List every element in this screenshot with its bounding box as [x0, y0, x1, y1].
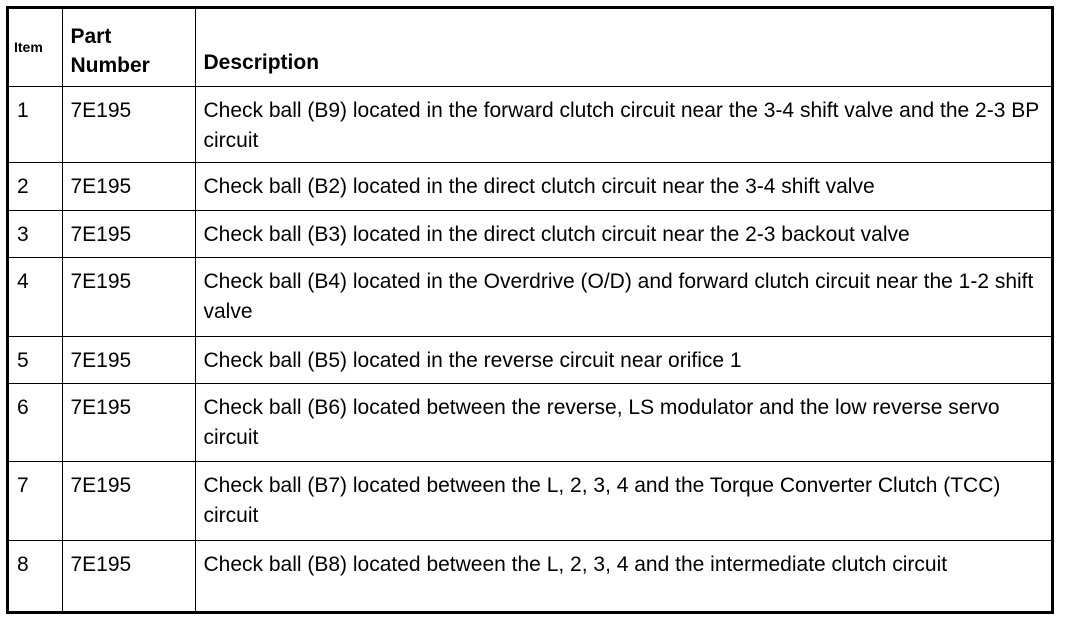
- header-part-number: Part Number: [61, 9, 196, 87]
- table-row: 3 7E195 Check ball (B3) located in the d…: [9, 209, 1051, 258]
- table-row: 4 7E195 Check ball (B4) located in the O…: [9, 256, 1051, 337]
- cell-part-number: 7E195: [61, 209, 196, 258]
- cell-description: Check ball (B8) located between the L, 2…: [194, 539, 1051, 611]
- cell-item: 2: [9, 161, 63, 211]
- table-row: 1 7E195 Check ball (B9) located in the f…: [9, 85, 1051, 163]
- cell-part-number: 7E195: [61, 256, 196, 337]
- cell-description: Check ball (B3) located in the direct cl…: [194, 209, 1051, 258]
- parts-table: Item Part Number Description 1 7E195 Che…: [9, 9, 1051, 611]
- cell-description: Check ball (B4) located in the Overdrive…: [194, 256, 1051, 337]
- cell-part-number: 7E195: [61, 382, 196, 462]
- header-item: Item: [9, 9, 63, 87]
- cell-part-number: 7E195: [61, 460, 196, 541]
- table-row: 6 7E195 Check ball (B6) located between …: [9, 382, 1051, 462]
- table-row: 7 7E195 Check ball (B7) located between …: [9, 460, 1051, 541]
- cell-item: 6: [9, 382, 63, 462]
- cell-item: 7: [9, 460, 63, 541]
- cell-item: 8: [9, 539, 63, 611]
- cell-item: 1: [9, 85, 63, 163]
- cell-description: Check ball (B6) located between the reve…: [194, 382, 1051, 462]
- table-row: 8 7E195 Check ball (B8) located between …: [9, 539, 1051, 611]
- cell-item: 5: [9, 335, 63, 384]
- header-description: Description: [194, 9, 1051, 87]
- cell-item: 3: [9, 209, 63, 258]
- parts-table-frame: Item Part Number Description 1 7E195 Che…: [6, 6, 1054, 614]
- table-row: 5 7E195 Check ball (B5) located in the r…: [9, 335, 1051, 384]
- cell-description: Check ball (B2) located in the direct cl…: [194, 161, 1051, 211]
- table-row: 2 7E195 Check ball (B2) located in the d…: [9, 161, 1051, 211]
- cell-description: Check ball (B9) located in the forward c…: [194, 85, 1051, 163]
- cell-part-number: 7E195: [61, 335, 196, 384]
- cell-description: Check ball (B7) located between the L, 2…: [194, 460, 1051, 541]
- cell-description: Check ball (B5) located in the reverse c…: [194, 335, 1051, 384]
- table-header-row: Item Part Number Description: [9, 9, 1051, 87]
- cell-part-number: 7E195: [61, 161, 196, 211]
- cell-part-number: 7E195: [61, 539, 196, 611]
- cell-item: 4: [9, 256, 63, 337]
- cell-part-number: 7E195: [61, 85, 196, 163]
